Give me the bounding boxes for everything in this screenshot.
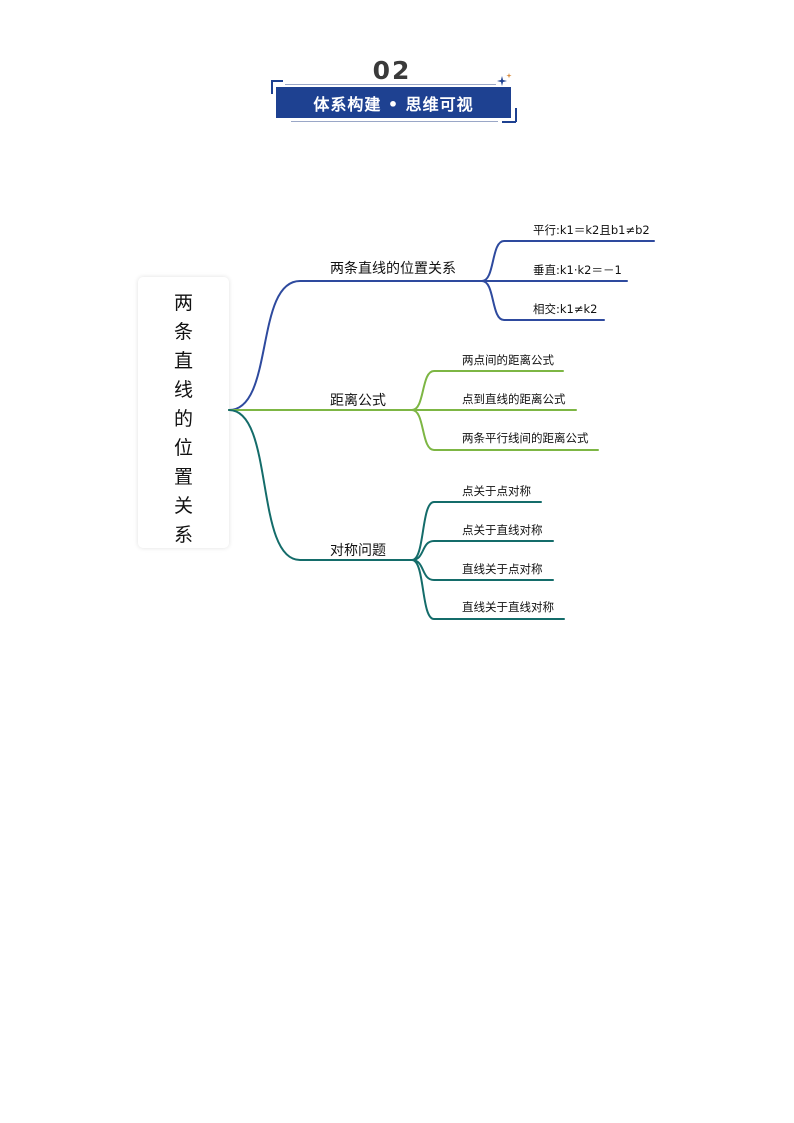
- leaf-point-about-point: 点关于点对称: [462, 484, 531, 498]
- branch-label-distance: 距离公式: [330, 393, 386, 409]
- root-char: 的: [173, 408, 193, 430]
- leaf-line-about-line: 直线关于直线对称: [462, 600, 554, 614]
- branch-connector: [228, 280, 483, 411]
- leaf-connector: [411, 370, 564, 411]
- root-char: 关: [173, 495, 193, 517]
- frame-bottom-line: [291, 121, 498, 122]
- leaf-connector: [411, 559, 565, 620]
- section-title: 体系构建 • 思维可视: [313, 94, 474, 114]
- leaf-connector: [481, 240, 655, 282]
- root-char: 两: [173, 292, 193, 314]
- root-char: 直: [173, 350, 193, 372]
- leaf-parallel: 平行:k1＝k2且b1≠b2: [533, 223, 650, 237]
- root-char: 置: [173, 466, 193, 488]
- branch-label-line-positions: 两条直线的位置关系: [330, 261, 456, 277]
- leaf-parallel-lines-distance: 两条平行线间的距离公式: [462, 431, 589, 445]
- leaf-perpendicular: 垂直:k1·k2＝－1: [533, 263, 622, 277]
- leaf-line-about-point: 直线关于点对称: [462, 562, 543, 576]
- root-char: 条: [173, 321, 193, 343]
- leaf-connector: [481, 280, 605, 321]
- root-label: 两条直线的位置关系: [138, 289, 229, 550]
- leaf-point-point-distance: 两点间的距离公式: [462, 353, 554, 367]
- frame-bottom-right-v: [515, 108, 517, 122]
- leaf-connector: [411, 501, 542, 561]
- sparkle-icon: [497, 73, 512, 86]
- frame-top-left-h: [271, 80, 283, 82]
- leaf-connector: [411, 409, 599, 451]
- leaf-point-about-line: 点关于直线对称: [462, 523, 543, 537]
- frame-top-line: [285, 84, 496, 85]
- root-char: 位: [173, 437, 193, 459]
- branch-connector: [228, 409, 413, 561]
- leaf-connector: [411, 540, 554, 561]
- frame-top-left-v: [271, 80, 273, 94]
- root-char: 系: [173, 524, 193, 546]
- branch-label-symmetry: 对称问题: [330, 543, 386, 559]
- leaf-intersect: 相交:k1≠k2: [533, 302, 598, 316]
- root-char: 线: [173, 379, 193, 401]
- root-node: 两条直线的位置关系: [138, 277, 229, 548]
- section-banner: 体系构建 • 思维可视: [276, 87, 511, 118]
- section-number: 02: [372, 56, 412, 85]
- leaf-point-line-distance: 点到直线的距离公式: [462, 392, 566, 406]
- frame-bottom-right-h: [502, 121, 516, 123]
